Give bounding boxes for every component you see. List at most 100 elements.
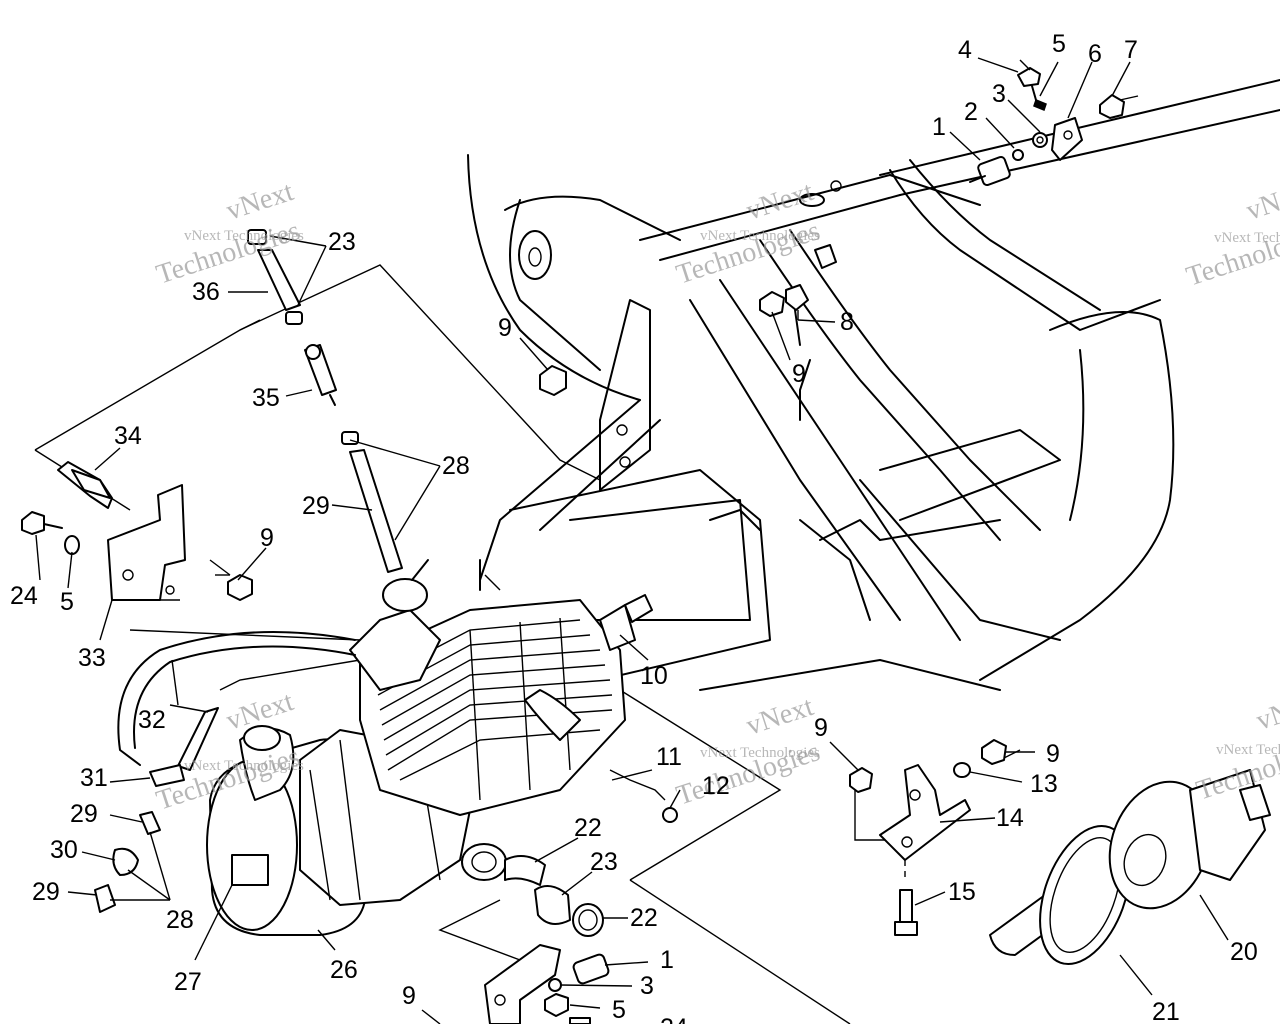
callout-5: 5 <box>60 588 74 616</box>
svg-text:vNext Technologies: vNext Technologies <box>1214 230 1280 246</box>
callout-3: 3 <box>992 80 1006 108</box>
left-bracket-assembly <box>21 461 253 601</box>
callout-2: 2 <box>964 98 978 126</box>
callout-22: 22 <box>574 814 602 842</box>
callout-24: 24 <box>10 582 38 610</box>
callout-29: 29 <box>70 800 98 828</box>
clamp-29c <box>94 884 116 913</box>
hose-29 <box>349 449 403 573</box>
callout-3: 3 <box>640 972 654 1000</box>
carburetor <box>349 609 441 691</box>
callout-8: 8 <box>840 308 854 336</box>
callout-36: 36 <box>192 278 220 306</box>
watermark-mid-center: vNext vNext Technologies Technologies <box>673 691 824 812</box>
rubber-mount-lower <box>572 953 610 985</box>
right-mount-assembly <box>849 739 1007 936</box>
misc-nuts <box>539 244 837 396</box>
callout-9: 9 <box>260 524 274 552</box>
boot-23 <box>534 885 571 925</box>
callout-labels: 4 5 6 7 3 2 1 23 36 9 8 9 35 34 28 29 24… <box>10 30 1258 1024</box>
nut-9a <box>539 365 567 396</box>
svg-text:vNext Technologies: vNext Technologies <box>700 745 820 761</box>
callout-6: 6 <box>1088 40 1102 68</box>
callout-21: 21 <box>1152 998 1180 1024</box>
callout-33: 33 <box>78 644 106 672</box>
washer-5 <box>1033 99 1047 111</box>
callout-23: 23 <box>328 228 356 256</box>
clamp-29b <box>139 811 161 835</box>
callout-34: 34 <box>114 422 142 450</box>
callout-leaders <box>35 57 1229 1024</box>
hose-36 <box>257 249 301 311</box>
fuel-line-assembly <box>247 229 403 573</box>
coupling-assembly <box>504 855 604 937</box>
clutch-assembly <box>989 769 1271 966</box>
callout-32: 32 <box>138 706 166 734</box>
svg-text:vNext: vNext <box>1253 686 1280 737</box>
callout-9: 9 <box>814 714 828 742</box>
callout-14: 14 <box>996 804 1024 832</box>
callout-31: 31 <box>80 764 108 792</box>
callout-5: 5 <box>612 996 626 1024</box>
washer-3 <box>1032 132 1048 148</box>
washer-2 <box>1012 149 1024 161</box>
nut-7 <box>1099 94 1125 119</box>
callout-29: 29 <box>32 878 60 906</box>
nut-9d <box>849 767 873 793</box>
svg-text:vNext Technologies: vNext Technologies <box>1216 742 1280 758</box>
hose-32 <box>177 707 219 771</box>
callout-28: 28 <box>166 906 194 934</box>
callout-13: 13 <box>1030 770 1058 798</box>
callout-27: 27 <box>174 968 202 996</box>
nut-9c <box>227 574 253 601</box>
callout-15: 15 <box>948 878 976 906</box>
callout-9: 9 <box>402 982 416 1010</box>
callout-1: 1 <box>932 113 946 141</box>
callout-29: 29 <box>302 492 330 520</box>
callout-20: 20 <box>1230 938 1258 966</box>
callout-12: 12 <box>702 772 730 800</box>
callout-24: 24 <box>660 1014 688 1024</box>
vehicle-frame <box>467 79 1280 691</box>
callout-1: 1 <box>660 946 674 974</box>
washer-3b <box>548 978 562 992</box>
pulley-21 <box>1039 824 1131 966</box>
breather-hose-assembly <box>94 631 356 913</box>
sensor-10 <box>599 604 636 651</box>
callout-23: 23 <box>590 848 618 876</box>
lower-mount-assembly <box>484 944 610 1024</box>
svg-text:Technologies: Technologies <box>1183 217 1280 292</box>
bolt-4 <box>1017 67 1041 87</box>
nut-9e <box>981 739 1007 765</box>
bolt-15 <box>899 889 913 926</box>
nut-9b <box>759 291 785 317</box>
watermark-mid-right: vNext vNext Technologies Technologies <box>1193 686 1280 807</box>
engine-assembly <box>206 559 678 936</box>
clamp-upper <box>285 311 303 325</box>
callout-28: 28 <box>442 452 470 480</box>
terminal-12 <box>662 807 678 823</box>
callout-4: 4 <box>958 36 972 64</box>
rubber-mount-upper <box>977 156 1011 186</box>
callout-35: 35 <box>252 384 280 412</box>
svg-text:vNext: vNext <box>743 691 818 742</box>
clamp-22b <box>572 903 604 937</box>
callout-30: 30 <box>50 836 78 864</box>
upper-mount-assembly <box>969 59 1139 186</box>
clamp-23 <box>247 229 267 245</box>
callout-11: 11 <box>656 743 682 771</box>
tee-31 <box>149 764 185 787</box>
callout-26: 26 <box>330 956 358 984</box>
valve-30 <box>112 847 139 876</box>
watermarks: vNext vNext Technologies Technologies vN… <box>153 176 1280 817</box>
bracket-33 <box>107 484 186 601</box>
label-27 <box>231 854 269 886</box>
callout-9: 9 <box>498 314 512 342</box>
watermark-top-right: vNext vNext Technologies Technologies <box>1183 176 1280 293</box>
bracket-14 <box>879 764 971 861</box>
svg-text:vNext: vNext <box>1243 176 1280 227</box>
svg-text:vNext Technologies: vNext Technologies <box>184 228 304 244</box>
washer-5b <box>64 535 80 555</box>
callout-7: 7 <box>1124 36 1138 64</box>
